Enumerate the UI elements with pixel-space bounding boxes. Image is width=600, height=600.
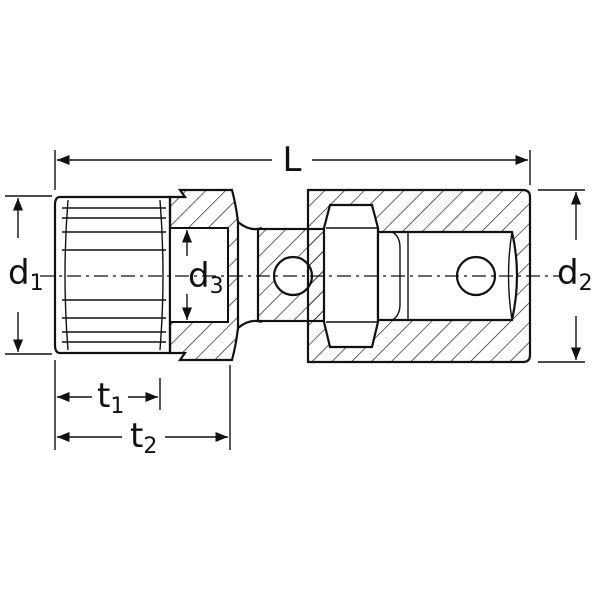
svg-text:d2: d2 — [557, 253, 593, 296]
socket-body — [53, 188, 263, 362]
label-d3: d — [188, 256, 210, 296]
label-t2-sub: 2 — [143, 434, 157, 459]
dimension-l: L — [54, 140, 531, 190]
dimension-t1: t1 — [54, 360, 161, 419]
dimension-d1: d1 — [5, 195, 52, 355]
label-d2: d — [557, 253, 579, 293]
svg-text:d3: d3 — [188, 256, 224, 299]
label-t2: t — [130, 416, 143, 456]
dimension-t2: t2 — [54, 365, 231, 459]
svg-text:t2: t2 — [130, 416, 157, 459]
label-d1: d — [8, 253, 30, 293]
socket-flutes — [62, 199, 166, 351]
dimension-d2: d2 — [538, 189, 593, 363]
svg-text:d1: d1 — [8, 253, 44, 296]
label-d1-sub: 1 — [30, 271, 44, 296]
label-d2-sub: 2 — [579, 271, 593, 296]
svg-text:t1: t1 — [97, 376, 124, 419]
label-l: L — [283, 140, 302, 180]
label-t1: t — [97, 376, 110, 416]
dimension-d3: d3 — [181, 230, 224, 320]
label-t1-sub: 1 — [110, 394, 124, 419]
label-d3-sub: 3 — [210, 274, 224, 299]
